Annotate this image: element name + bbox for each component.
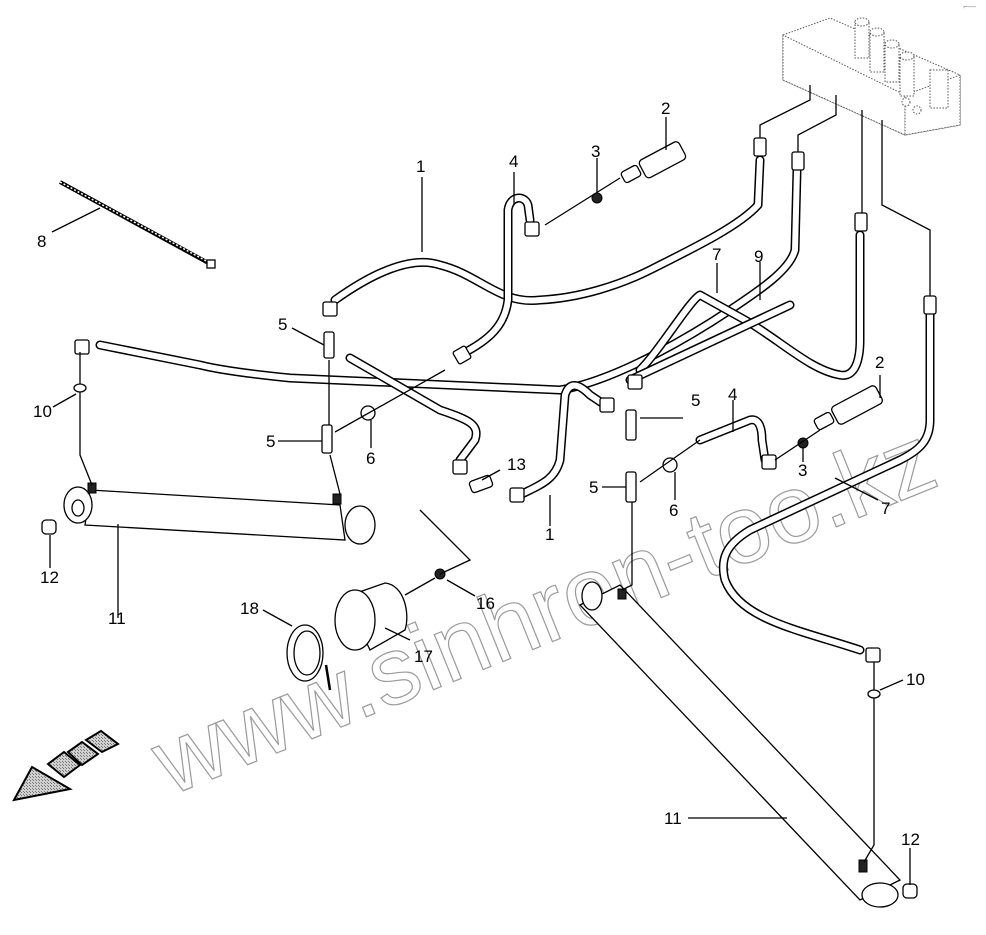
callout-6-b: 6 [669,501,678,520]
callout-16: 16 [476,594,495,613]
callout-5-c: 5 [691,391,700,410]
callout-5-a: 5 [278,315,287,334]
hydraulic-cylinder-left [63,482,376,545]
callout-5-b: 5 [266,432,275,451]
callout-labels: 1 1 2 2 3 3 4 4 5 5 5 5 6 6 7 7 8 9 10 1… [33,99,925,849]
callout-6-a: 6 [366,449,375,468]
callout-3-lower: 3 [798,461,807,480]
callout-13: 13 [507,455,526,474]
fittings [74,137,937,663]
washer-right [867,689,881,699]
callout-5-d: 5 [589,478,598,497]
accumulator-cylinder-upper [620,141,687,184]
callout-12-left: 12 [40,568,59,587]
clamp [286,624,332,691]
forward-direction-arrow [12,729,120,802]
callout-7-lower: 7 [881,499,890,518]
watermark: www.sinhron-too.kz [137,404,951,817]
washer-left [73,383,87,393]
cable-tie [59,180,216,269]
callout-2-lower: 2 [875,353,884,372]
accumulator-cylinder-lower [813,385,884,431]
callout-9: 9 [754,247,763,266]
callout-12-right: 12 [901,830,920,849]
callout-1-lower: 1 [545,525,554,544]
callout-11-right: 11 [664,809,682,828]
callout-1-upper: 1 [416,157,425,176]
valve-block [782,17,961,136]
tee-fittings [321,331,637,503]
watermark-text: www.sinhron-too.kz [137,404,950,815]
bushing-right [902,883,918,899]
accumulator [334,582,408,651]
valve-leaders [759,85,931,300]
callout-10-right: 10 [906,670,925,689]
callout-7-upper: 7 [712,245,721,264]
callout-11-left: 11 [108,609,126,628]
callout-4-lower: 4 [728,385,737,404]
callout-17: 17 [414,647,433,666]
pipes [95,155,935,655]
bushing-left [41,519,57,535]
callout-8: 8 [37,232,46,251]
callout-18: 18 [240,599,259,618]
corner-mark: ⌐— [963,2,976,11]
hydraulic-cylinder-right [578,581,902,908]
callout-3-upper: 3 [591,142,600,161]
callout-4-upper: 4 [509,152,518,171]
callout-leaders [49,117,911,885]
callout-2-upper: 2 [661,99,670,118]
callout-10-left: 10 [33,402,52,421]
